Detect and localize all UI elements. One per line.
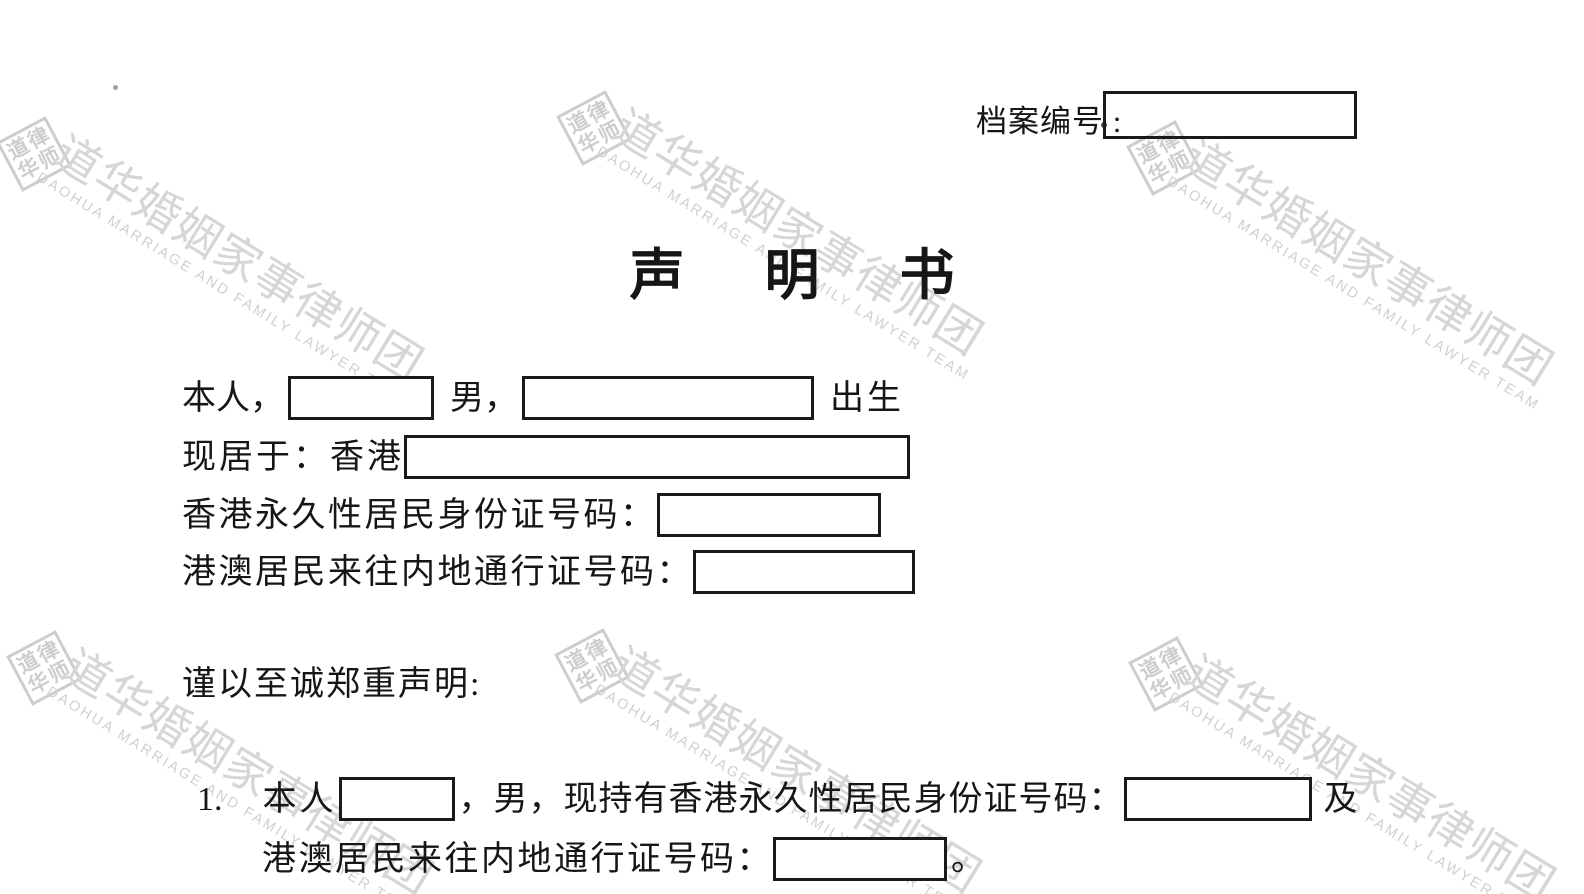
text-born: 出生 — [830, 380, 904, 417]
seal-char: 道 — [561, 645, 592, 677]
birth-date-field[interactable] — [522, 376, 814, 421]
law-firm-seal-icon: 道 律 华 师 — [0, 116, 72, 192]
seal-char: 道 — [563, 107, 594, 139]
text-i-am: 本人 — [262, 781, 337, 818]
hkid-field[interactable] — [656, 493, 881, 538]
identity-line: 本人， 男， 出生 — [182, 376, 904, 423]
seal-char: 师 — [34, 142, 65, 174]
residence-line: 现居于：香港 — [182, 435, 914, 482]
seal-char: 道 — [3, 133, 34, 165]
item-number: 1. — [197, 781, 223, 818]
law-firm-seal-icon: 道 律 华 师 — [556, 90, 632, 166]
file-number-label: 档案编号 : — [976, 104, 1123, 139]
seal-char: 律 — [1155, 642, 1186, 674]
law-firm-seal-icon: 道 律 华 师 — [554, 628, 630, 704]
item1-travel-permit-field[interactable] — [773, 837, 947, 882]
page-title: 声明书 — [629, 245, 1035, 306]
seal-char: 师 — [592, 654, 623, 686]
seal-char: 华 — [14, 153, 44, 185]
text-i-am: 本人， — [182, 380, 284, 417]
text-period: 。 — [951, 841, 985, 878]
residence-label: 现居于：香港 — [182, 439, 404, 476]
seal-char: 道 — [13, 647, 44, 679]
address-field[interactable] — [404, 435, 910, 480]
hkid-line: 香港永久性居民身份证号码： — [182, 493, 885, 540]
seal-char: 华 — [1144, 157, 1174, 189]
seal-char: 律 — [581, 634, 612, 666]
item1-hkid-label: ，男，现持有香港永久性居民身份证号码： — [458, 781, 1124, 818]
seal-char: 律 — [23, 122, 54, 154]
seal-char: 道 — [1133, 137, 1164, 169]
seal-char: 师 — [44, 656, 75, 688]
file-number-field[interactable] — [1103, 91, 1357, 139]
law-firm-seal-icon: 道 律 华 师 — [1128, 636, 1204, 712]
travel-permit-line: 港澳居民来往内地通行证号码： — [182, 550, 919, 597]
seal-char: 道 — [1135, 653, 1166, 685]
seal-char: 师 — [1164, 146, 1195, 178]
seal-char: 华 — [572, 665, 602, 697]
name-field[interactable] — [288, 376, 434, 421]
item-1-line-2: 港澳居民来往内地通行证号码： 。 — [262, 837, 985, 884]
travel-permit-field[interactable] — [693, 550, 915, 595]
declaration-intro: 谨以至诚郑重声明: — [182, 666, 482, 703]
travel-permit-label: 港澳居民来往内地通行证号码： — [182, 554, 693, 591]
seal-char: 师 — [594, 116, 625, 148]
scan-speck — [113, 85, 118, 90]
seal-char: 师 — [1166, 662, 1197, 694]
seal-char: 律 — [583, 96, 614, 128]
seal-char: 华 — [574, 127, 604, 159]
seal-char: 律 — [33, 636, 64, 668]
item1-name-field[interactable] — [338, 777, 455, 822]
item1-hkid-field[interactable] — [1123, 777, 1312, 822]
seal-char: 华 — [24, 667, 54, 699]
item1-travel-permit-label: 港澳居民来往内地通行证号码： — [262, 841, 773, 878]
seal-char: 华 — [1146, 673, 1176, 705]
text-and: 及 — [1323, 781, 1358, 818]
watermark-chinese-text: 道华婚姻家事律师团 — [1176, 646, 1564, 894]
hkid-label: 香港永久性居民身份证号码： — [182, 497, 657, 534]
law-firm-seal-icon: 道 律 华 师 — [6, 630, 82, 706]
item-1-line-1: 1. 本人 ，男，现持有香港永久性居民身份证号码： 及 — [197, 777, 1358, 824]
text-male: 男， — [450, 380, 518, 417]
